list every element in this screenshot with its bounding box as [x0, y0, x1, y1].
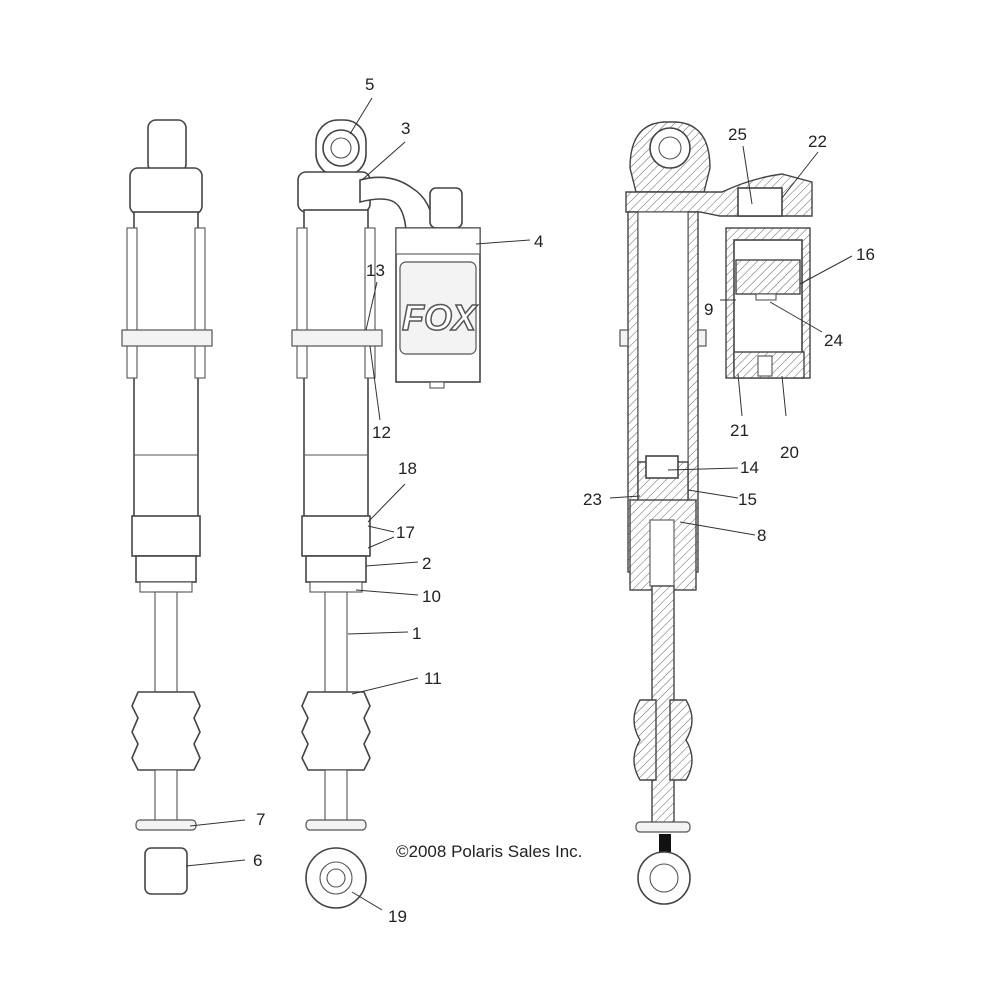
callout-16: 16: [856, 245, 875, 264]
callout-4: 4: [534, 232, 543, 251]
callout-labels: 5 3 4 13 12 18 17 2 10 1 11 7 6 19 25 22…: [253, 75, 875, 926]
callout-17: 17: [396, 523, 415, 542]
callout-14: 14: [740, 458, 759, 477]
callout-13: 13: [366, 261, 385, 280]
callout-23: 23: [583, 490, 602, 509]
callout-5: 5: [365, 75, 374, 94]
callout-3: 3: [401, 119, 410, 138]
callout-20: 20: [780, 443, 799, 462]
leader-lines: [185, 97, 853, 911]
callout-10: 10: [422, 587, 441, 606]
shock-side-view: [121, 119, 213, 895]
callout-24: 24: [824, 331, 843, 350]
callout-21: 21: [730, 421, 749, 440]
callout-12: 12: [372, 423, 391, 442]
callout-25: 25: [728, 125, 747, 144]
shock-with-reservoir-view: FOX: [291, 119, 481, 909]
shock-cross-section-view: [619, 121, 813, 905]
fox-logo: FOX: [402, 297, 478, 338]
callout-8: 8: [757, 526, 766, 545]
callout-11: 11: [424, 669, 442, 688]
callout-9: 9: [704, 300, 713, 319]
copyright-notice: ©2008 Polaris Sales Inc.: [396, 842, 583, 861]
callout-22: 22: [808, 132, 827, 151]
callout-2: 2: [422, 554, 431, 573]
callout-1: 1: [412, 624, 421, 643]
callout-7: 7: [256, 810, 265, 829]
callout-19: 19: [388, 907, 407, 926]
callout-15: 15: [738, 490, 757, 509]
callout-6: 6: [253, 851, 262, 870]
callout-18: 18: [398, 459, 417, 478]
